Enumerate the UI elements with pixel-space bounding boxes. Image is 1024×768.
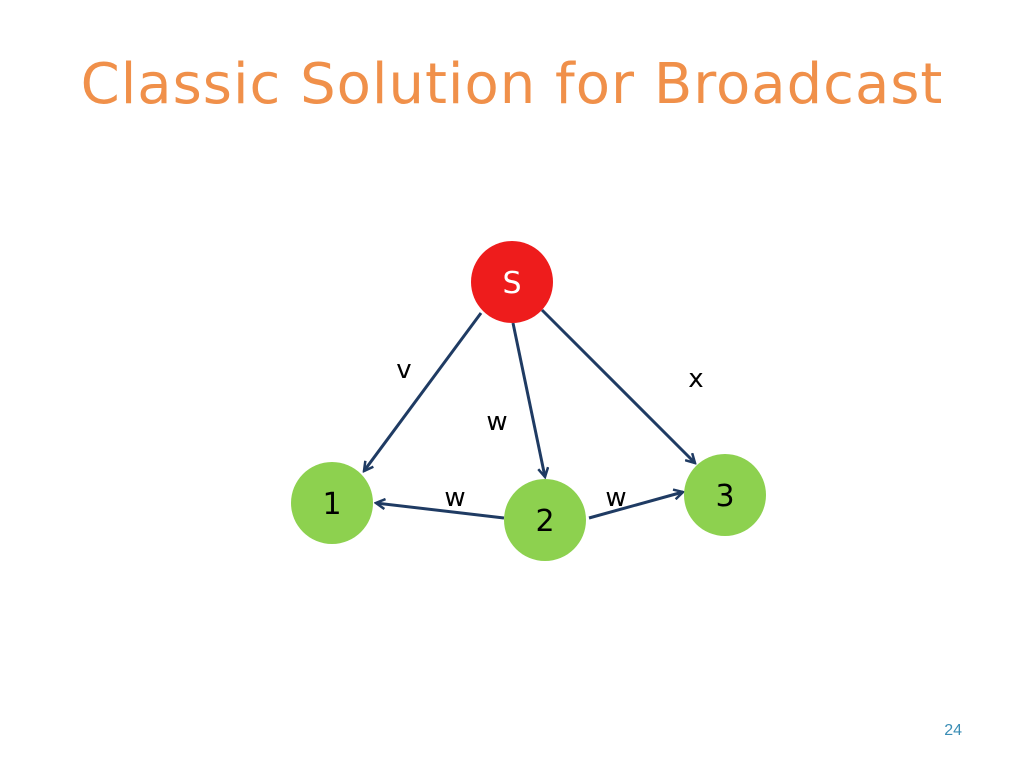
edge-s-to-1 [364,312,483,471]
node-receiver-2: 2 [504,479,586,561]
edge-label-2-1: w [444,483,465,513]
edge-label-s-3: x [688,364,703,394]
edge-label-s-1: v [396,355,411,385]
node-label-1: 1 [322,487,341,522]
node-source-s: S [471,241,553,323]
node-receiver-1: 1 [291,462,373,544]
edge-label-2-3: w [605,483,626,513]
edge-2-to-3 [588,492,683,520]
slide-title: Classic Solution for Broadcast [80,52,944,117]
edge-s-to-2 [511,322,545,477]
node-label-2: 2 [535,504,554,539]
node-label-3: 3 [715,479,734,514]
edge-s-to-3 [540,308,695,463]
edge-label-s-2: w [486,407,507,437]
page-number: 24 [944,722,962,739]
node-receiver-3: 3 [684,454,766,536]
edge-2-to-1 [376,503,505,520]
node-label-s: S [502,266,521,301]
